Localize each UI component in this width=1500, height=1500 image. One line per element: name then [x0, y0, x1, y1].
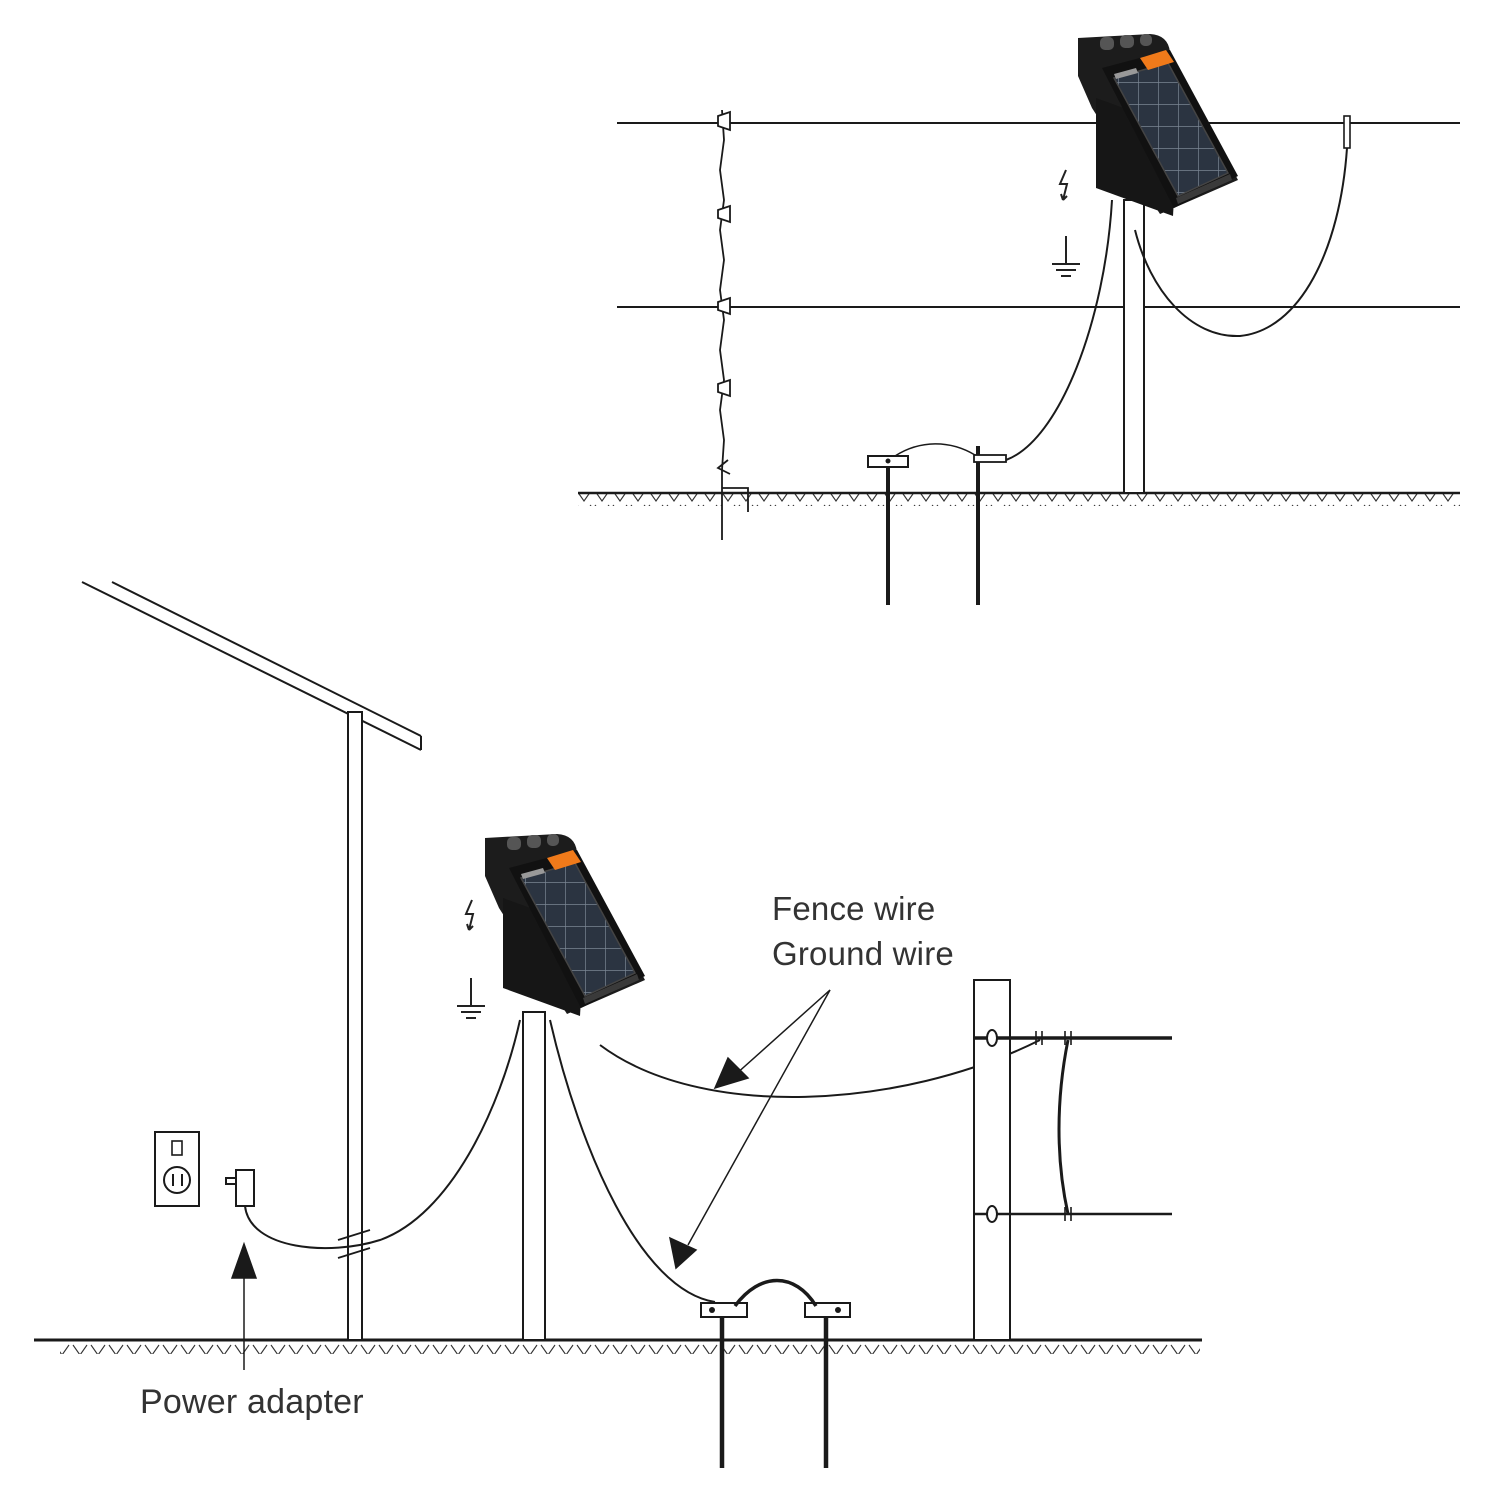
- wire-insulator: [1343, 115, 1351, 149]
- ground-surface: [60, 1342, 1200, 1354]
- top-installation-diagram: [578, 33, 1460, 605]
- ground-rods: [867, 443, 1007, 605]
- lightning-bolt-icon: [1059, 169, 1068, 201]
- ground-symbol-icon: [456, 977, 486, 1019]
- power-adapter-label: Power adapter: [140, 1383, 364, 1421]
- power-outlet-icon: [154, 1131, 200, 1207]
- building-post: [347, 711, 363, 1341]
- energizer-post: [522, 1011, 546, 1341]
- lightning-bolt-icon: [465, 899, 474, 931]
- solar-energizer-unit: [484, 833, 646, 1017]
- adapter-cable: [244, 1019, 521, 1249]
- fence-wire-label: Fence wire: [772, 890, 936, 927]
- ground-wire-label: Ground wire: [772, 935, 954, 972]
- ground-wire-lead: [549, 1019, 716, 1303]
- ground-lead-wire: [1005, 199, 1113, 461]
- fence-lead-wire: [1134, 147, 1348, 338]
- power-adapter-icon: [225, 1169, 255, 1207]
- ground-rods: [700, 1278, 851, 1468]
- building-roof: [81, 581, 422, 751]
- fence-post: [973, 979, 1172, 1341]
- bottom-installation-diagram: [34, 581, 1202, 1468]
- energizer-post: [1123, 199, 1145, 494]
- callout-arrows: [230, 989, 831, 1370]
- ground-symbol-icon: [1051, 235, 1081, 277]
- solar-energizer-unit: [1077, 33, 1239, 217]
- ground-surface: [578, 494, 1460, 506]
- step-in-post: [716, 109, 749, 540]
